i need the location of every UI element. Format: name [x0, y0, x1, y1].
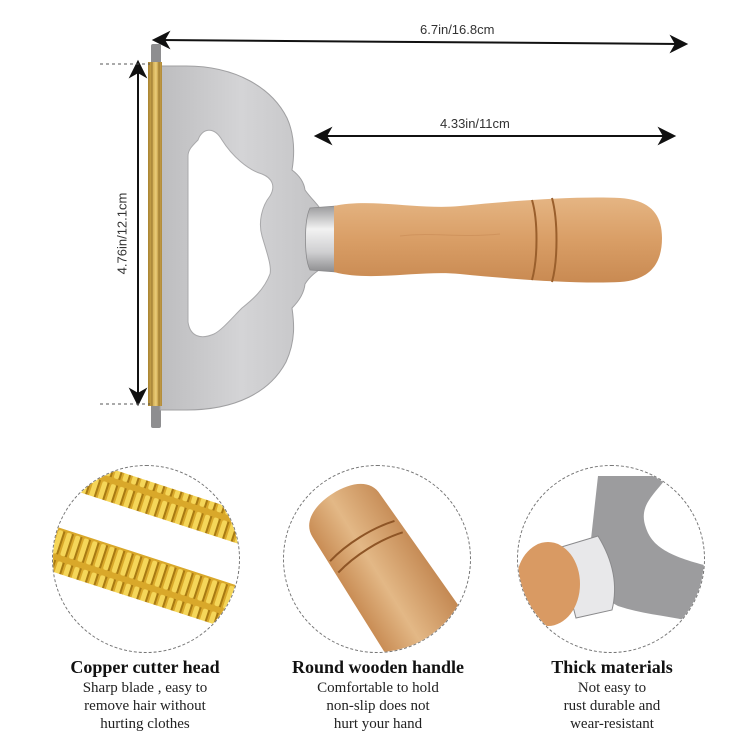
feature-title: Round wooden handle — [291, 657, 465, 677]
feature-description: Not easy to rust durable and wear-resist… — [563, 680, 661, 732]
product-illustration — [100, 30, 689, 428]
steel-head — [159, 65, 323, 411]
feature-circle-copper-head — [52, 465, 240, 653]
feature-title: Thick materials — [551, 657, 673, 677]
wooden-handle — [334, 197, 662, 283]
feature-circle-thick-material — [517, 465, 705, 653]
dimension-arrow-total — [151, 30, 689, 54]
handle-length-label: 4.33in/11cm — [440, 116, 510, 131]
feature-copper-cutter-head: Copper cutter head Sharp blade , easy to… — [25, 656, 265, 733]
brass-cutter-strip — [148, 62, 162, 406]
feature-thick-materials: Thick materials Not easy to rust durable… — [492, 656, 732, 733]
brass-teeth-closeup — [53, 466, 239, 644]
ferrule-closeup — [518, 476, 704, 626]
feature-circle-wooden-handle — [283, 465, 471, 653]
total-length-label: 6.7in/16.8cm — [420, 22, 495, 37]
wooden-handle-closeup — [309, 483, 470, 652]
dimension-arrow-width — [128, 59, 148, 407]
dimension-guides — [100, 63, 150, 405]
dimension-arrow-handle — [313, 126, 677, 146]
feature-description: Sharp blade , easy to remove hair withou… — [82, 680, 208, 732]
metal-ferrule — [305, 205, 337, 273]
feature-round-wooden-handle: Round wooden handle Comfortable to hold … — [258, 656, 498, 733]
head-width-label: 4.76in/12.1cm — [114, 192, 130, 275]
feature-description: Comfortable to hold non-slip does not hu… — [317, 680, 439, 732]
feature-title: Copper cutter head — [70, 657, 220, 677]
